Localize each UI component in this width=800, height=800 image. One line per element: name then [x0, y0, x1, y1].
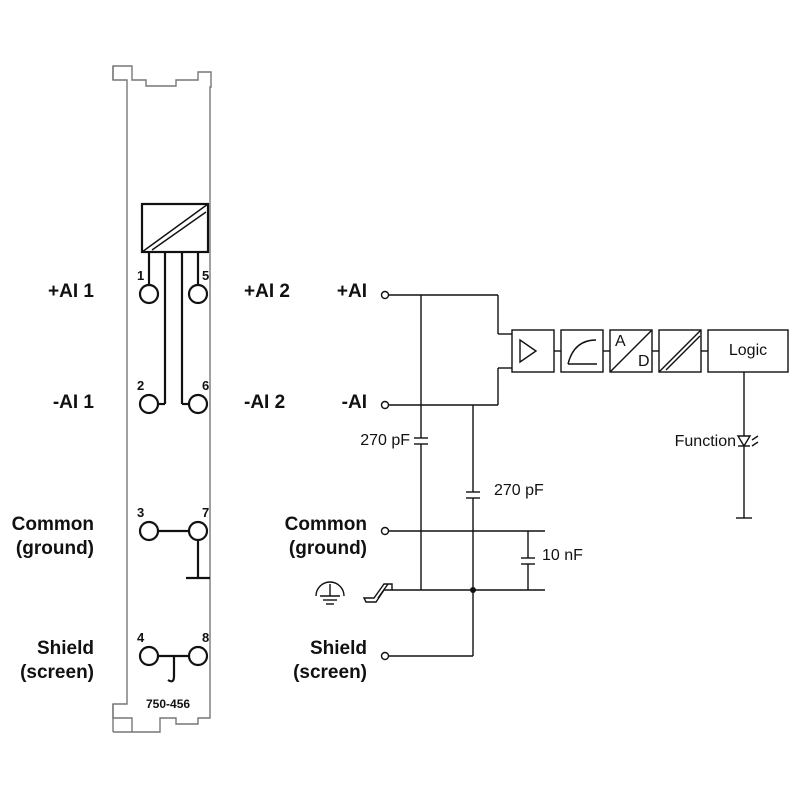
schematic: +AI -AI Common (ground) Shield (screen)	[285, 281, 789, 683]
earth-ground-icon	[315, 581, 345, 605]
adc-label-a: A	[615, 333, 626, 350]
isolator-block	[658, 329, 702, 373]
label-ai1-plus: +AI 1	[48, 281, 94, 302]
module-model-label: 750-456	[146, 697, 190, 711]
pin-1-label: 1	[137, 268, 144, 283]
cap-label-2: 270 pF	[494, 482, 544, 499]
din-rail-icon	[362, 583, 393, 603]
terminal-4[interactable]	[138, 645, 160, 667]
terminal-2[interactable]	[138, 393, 160, 415]
terminal-3[interactable]	[138, 520, 160, 542]
isolation-block	[140, 202, 210, 254]
filter-block	[560, 329, 604, 373]
terminal-8[interactable]	[187, 645, 209, 667]
function-label: Function	[675, 433, 736, 450]
logic-block: Logic	[707, 329, 789, 373]
logic-label: Logic	[729, 342, 767, 359]
terminal-5[interactable]	[187, 283, 209, 305]
label-ai2-plus: +AI 2	[244, 281, 290, 302]
pin-2-label: 2	[137, 378, 144, 393]
label-common-left-2: (ground)	[16, 538, 94, 559]
led-icon	[736, 435, 759, 448]
label-ai-plus: +AI	[337, 281, 367, 302]
amplifier-block	[511, 329, 555, 373]
terminal-1[interactable]	[138, 283, 160, 305]
pin-3-label: 3	[137, 505, 144, 520]
label-common-right-1: Common	[285, 514, 367, 535]
label-ai2-minus: -AI 2	[244, 392, 285, 413]
cap-label-1: 270 pF	[360, 432, 410, 449]
label-shield-right-2: (screen)	[293, 662, 367, 683]
terminal-module: 1 5 2 6 3 7 4 8 750-456	[112, 65, 212, 733]
label-common-left-1: Common	[12, 514, 94, 535]
pin-5-label: 5	[202, 268, 209, 283]
label-shield-left-2: (screen)	[20, 662, 94, 683]
label-ai-minus: -AI	[342, 392, 367, 413]
junction-dot	[470, 587, 476, 593]
pin-4-label: 4	[137, 630, 145, 645]
label-ai1-minus: -AI 1	[53, 392, 95, 413]
label-shield-left-1: Shield	[37, 638, 94, 659]
schematic-terminal-shield[interactable]	[380, 651, 390, 661]
label-common-right-2: (ground)	[289, 538, 367, 559]
adc-block: A D	[609, 329, 653, 373]
schematic-terminal-ai-plus[interactable]	[380, 290, 390, 300]
terminal-7[interactable]	[187, 520, 209, 542]
pin-7-label: 7	[202, 505, 209, 520]
cap-label-3: 10 nF	[542, 547, 583, 564]
pin-6-label: 6	[202, 378, 209, 393]
schematic-terminal-common[interactable]	[380, 526, 390, 536]
schematic-terminal-ai-minus[interactable]	[380, 400, 390, 410]
adc-label-d: D	[638, 353, 650, 370]
terminal-6[interactable]	[187, 393, 209, 415]
pin-8-label: 8	[202, 630, 209, 645]
label-shield-right-1: Shield	[310, 638, 367, 659]
